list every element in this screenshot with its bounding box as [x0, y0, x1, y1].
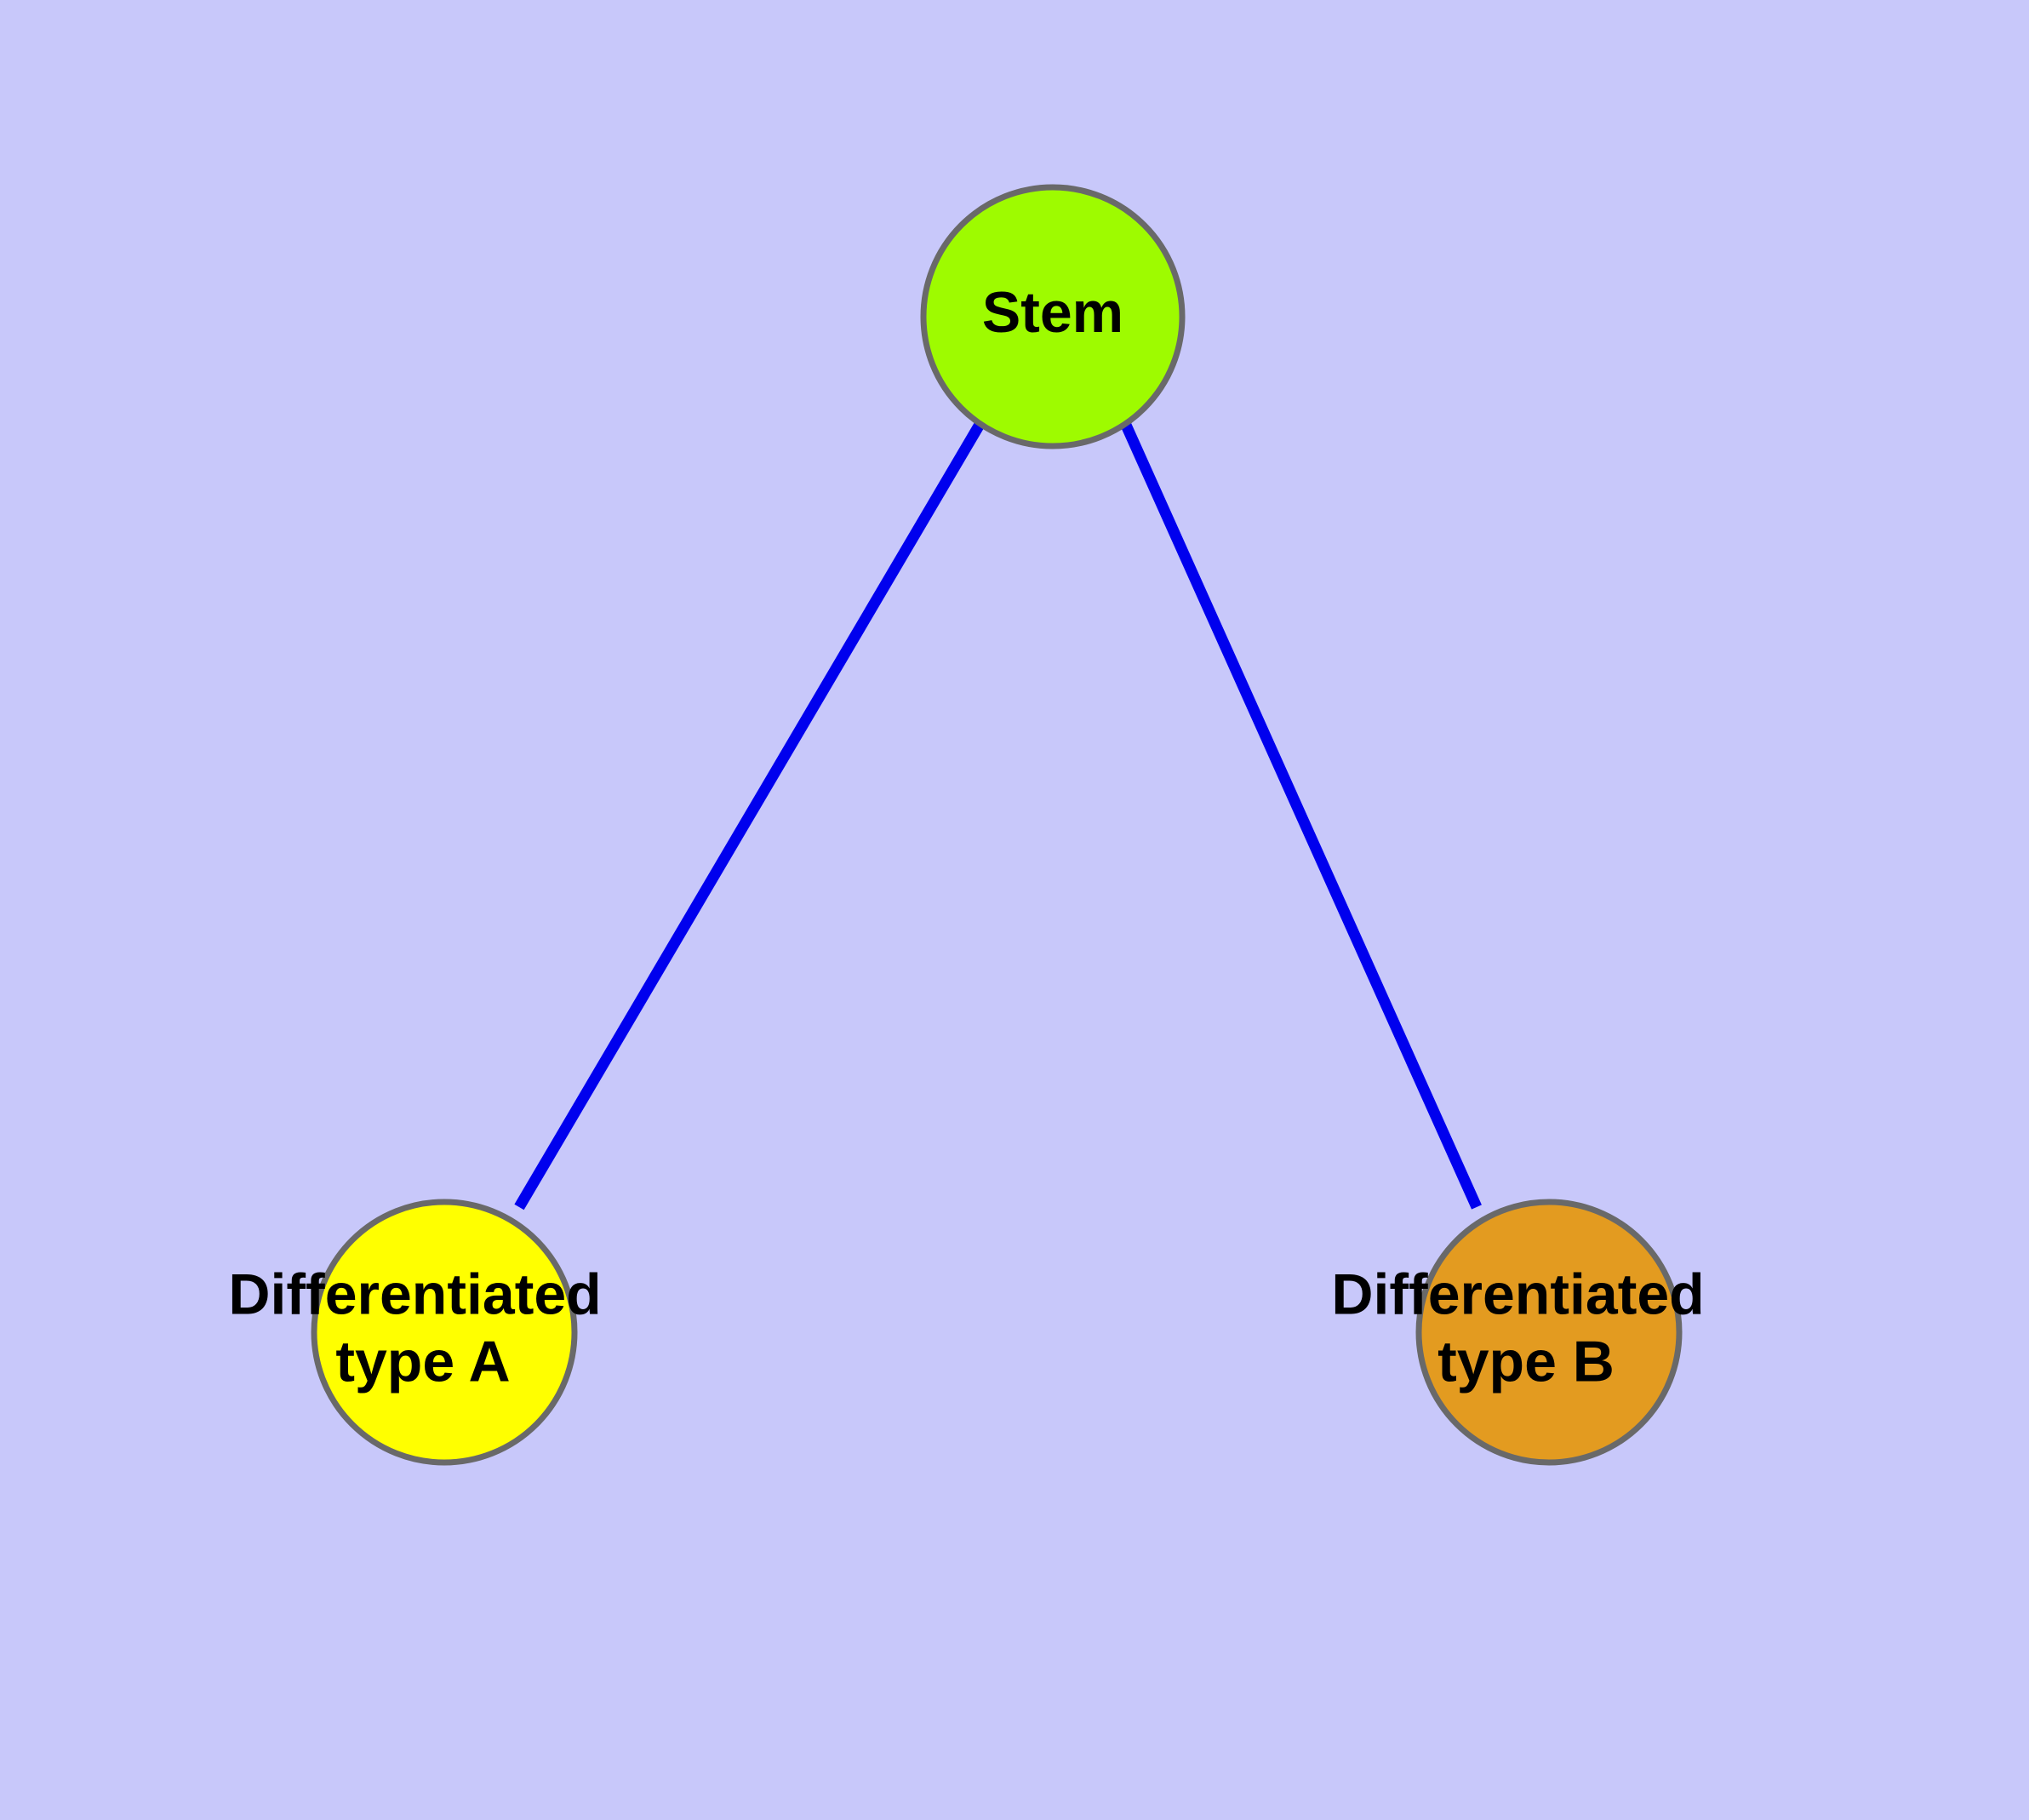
- node-label-differentiated-type-a: Differentiated type A: [228, 1262, 617, 1394]
- node-label-differentiated-type-a-line-2: type A: [335, 1329, 510, 1394]
- node-label-stem-line-1: Stem: [982, 280, 1123, 345]
- node-differentiated-type-b[interactable]: [1415, 1199, 1683, 1466]
- node-differentiated-type-a[interactable]: [311, 1199, 578, 1466]
- node-stem[interactable]: [920, 184, 1186, 449]
- nodes-layer: [311, 184, 1683, 1466]
- edges-layer: [514, 420, 1482, 1210]
- edge-stem-to-differentiated-type-b[interactable]: [1120, 421, 1482, 1210]
- node-label-differentiated-type-b-line-1: Differentiated: [1331, 1262, 1704, 1327]
- node-label-stem: Stem: [982, 280, 1123, 345]
- node-label-differentiated-type-a-line-1: Differentiated: [228, 1262, 601, 1327]
- labels-layer: Stem Differentiated type A Differentiate…: [228, 280, 1720, 1394]
- node-label-differentiated-type-b-line-2: type B: [1437, 1329, 1615, 1394]
- edge-stem-to-differentiated-type-a[interactable]: [514, 420, 986, 1210]
- node-label-differentiated-type-b: Differentiated type B: [1331, 1262, 1720, 1394]
